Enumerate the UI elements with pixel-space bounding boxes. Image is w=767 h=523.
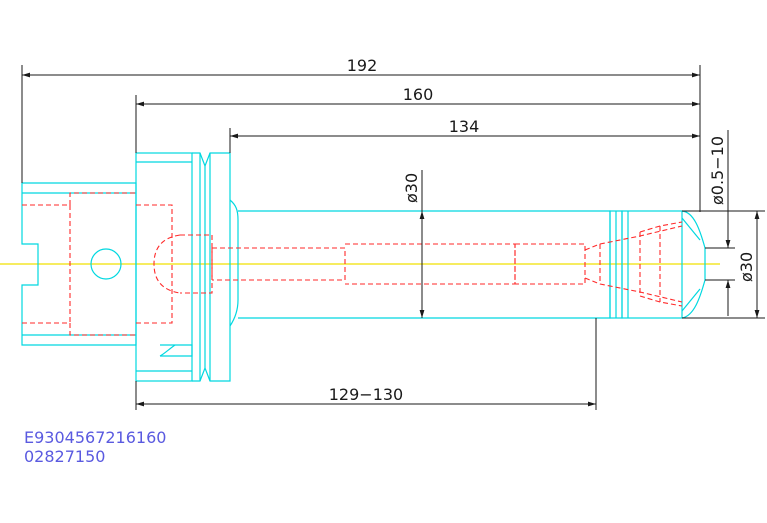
dim-body-length: 134 xyxy=(449,117,480,136)
dimension-lines xyxy=(21,65,765,410)
dim-tip-range: ø0.5−10 xyxy=(708,136,727,205)
part-code-primary: E9304567216160 xyxy=(24,428,167,447)
holder-outline xyxy=(21,152,706,382)
dim-nose-diameter: ø30 xyxy=(737,252,756,282)
dim-overall-length: 192 xyxy=(347,56,378,75)
hidden-lines xyxy=(22,192,683,336)
dim-body-diameter: ø30 xyxy=(402,173,421,203)
dim-flange-to-tip: 160 xyxy=(403,85,434,104)
part-codes: E9304567216160 02827150 xyxy=(24,428,166,466)
dim-gauge-range: 129−130 xyxy=(329,385,403,404)
part-code-secondary: 02827150 xyxy=(24,447,106,466)
